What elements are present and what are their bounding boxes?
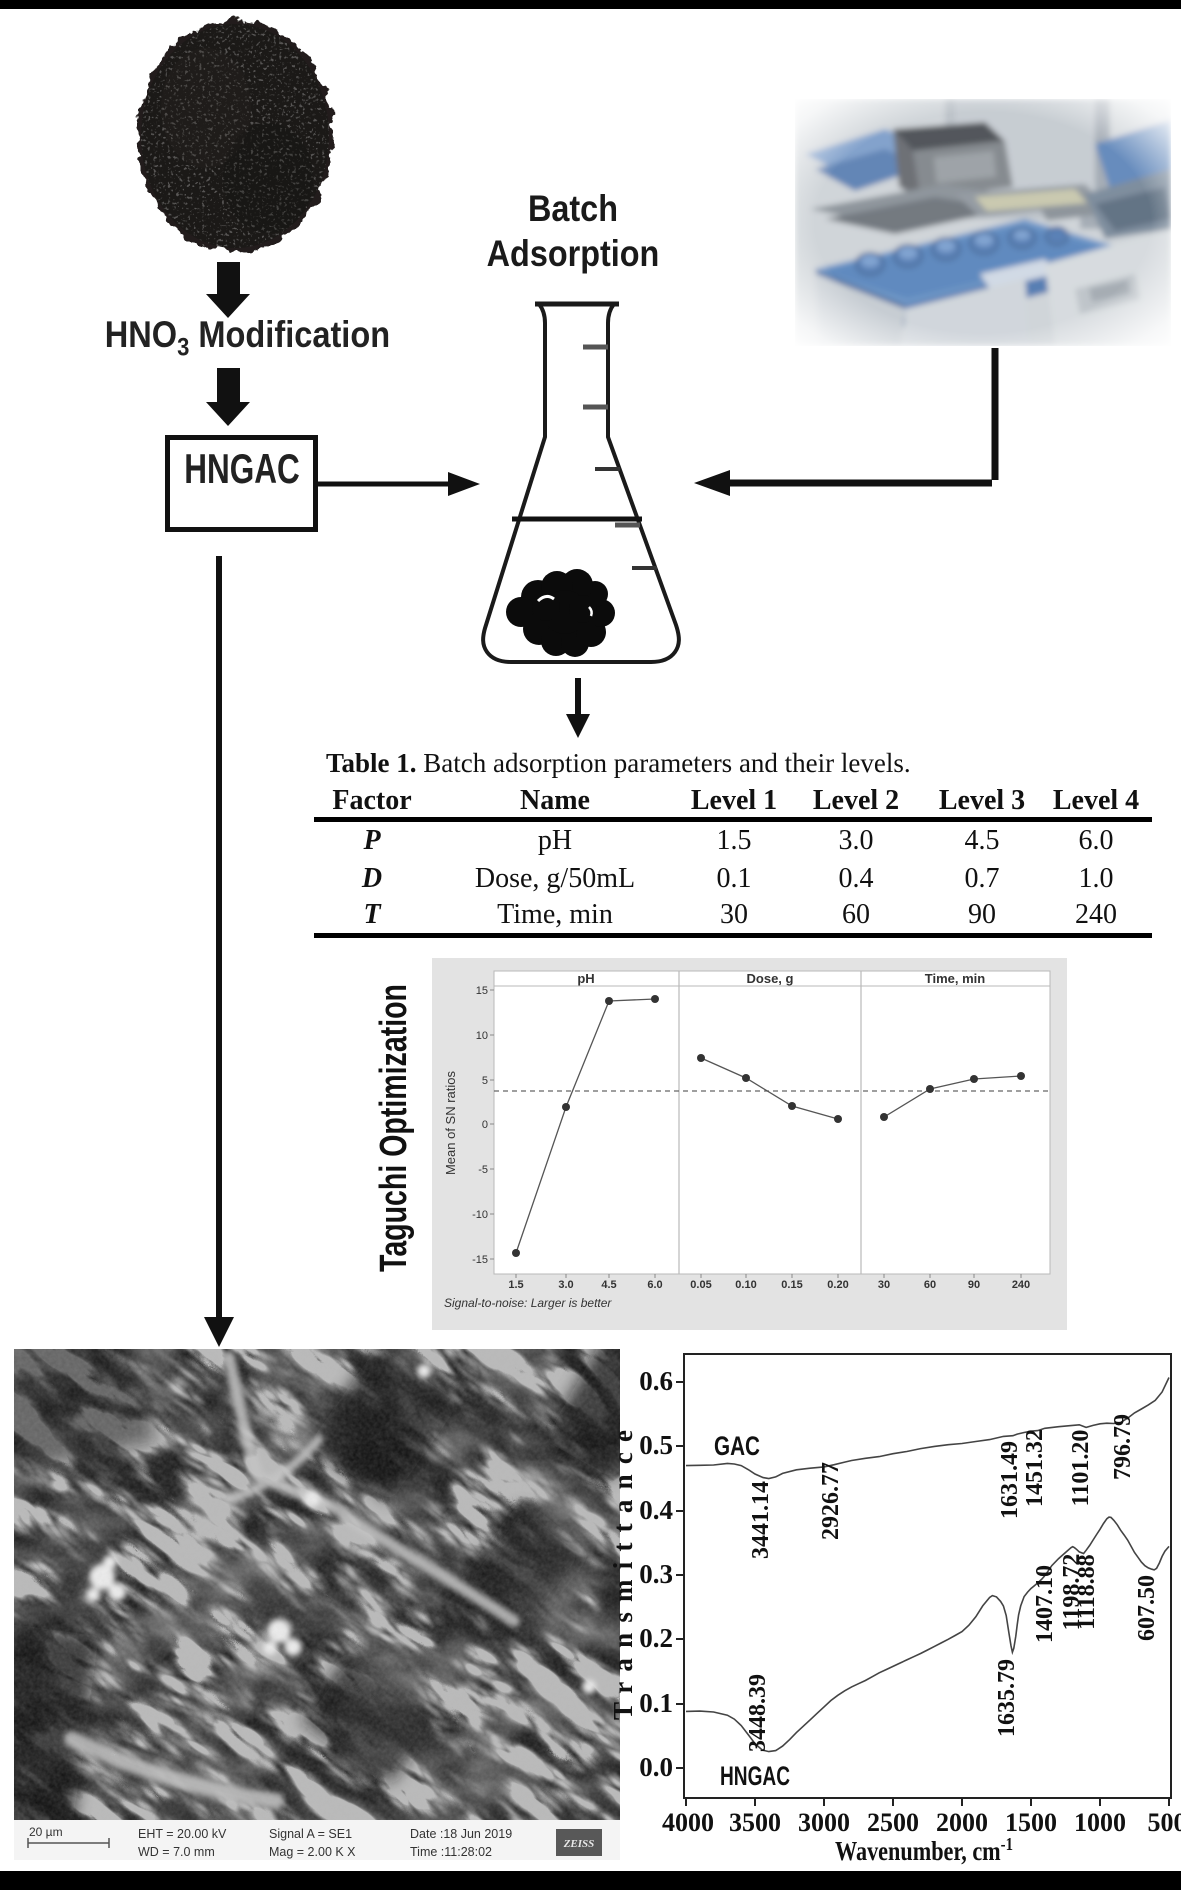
svg-text:Taguchi Optimization: Taguchi Optimization [376,984,415,1272]
svg-text:240: 240 [1012,1279,1030,1291]
svg-text:1635.79: 1635.79 [994,1659,1020,1737]
svg-text:4.5: 4.5 [601,1279,616,1291]
svg-text:0.5: 0.5 [639,1430,673,1460]
svg-text:pH: pH [577,971,594,986]
svg-text:0.15: 0.15 [781,1279,802,1291]
svg-text:WD = 7.0 mm: WD = 7.0 mm [138,1845,215,1859]
svg-text:500: 500 [1148,1808,1181,1837]
svg-text:0.05: 0.05 [690,1279,711,1291]
svg-text:3448.39: 3448.39 [745,1674,771,1752]
svg-text:1118.88: 1118.88 [1074,1554,1100,1629]
svg-text:3000: 3000 [798,1808,850,1837]
svg-text:Mag = 2.00 K X: Mag = 2.00 K X [269,1845,356,1859]
svg-text:90: 90 [968,1279,980,1291]
svg-text:20 µm: 20 µm [29,1825,63,1839]
svg-text:1631.49: 1631.49 [997,1441,1023,1519]
svg-text:1500: 1500 [1005,1808,1057,1837]
svg-text:0.1: 0.1 [639,1688,673,1718]
svg-text:2500: 2500 [867,1808,919,1837]
svg-text:Signal A = SE1: Signal A = SE1 [269,1827,352,1841]
svg-text:Time :11:28:02: Time :11:28:02 [410,1845,492,1859]
svg-text:Mean of SN ratios: Mean of SN ratios [443,1070,458,1175]
svg-text:1407.10: 1407.10 [1032,1565,1058,1643]
svg-text:Date :18 Jun 2019: Date :18 Jun 2019 [410,1827,512,1841]
svg-text:0.10: 0.10 [735,1279,756,1291]
svg-text:1198.72: 1198.72 [1059,1554,1085,1631]
svg-text:607.50: 607.50 [1134,1575,1160,1641]
svg-text:-5: -5 [478,1164,488,1176]
svg-text:5: 5 [482,1075,488,1087]
svg-text:1101.20: 1101.20 [1068,1430,1094,1507]
svg-text:Transmittance: Transmittance [608,1430,638,1720]
svg-text:15: 15 [476,985,488,997]
svg-text:0.4: 0.4 [639,1495,673,1525]
svg-text:3500: 3500 [729,1808,781,1837]
svg-text:0.0: 0.0 [639,1752,673,1782]
svg-text:3441.14: 3441.14 [748,1481,774,1559]
svg-text:0: 0 [482,1119,488,1131]
svg-text:10: 10 [476,1030,488,1042]
svg-text:60: 60 [924,1279,936,1291]
svg-text:4000: 4000 [662,1808,714,1837]
svg-text:1000: 1000 [1074,1808,1126,1837]
svg-text:2926.77: 2926.77 [818,1462,844,1540]
svg-text:Time, min: Time, min [925,971,986,986]
svg-text:1.5: 1.5 [508,1279,523,1291]
svg-text:796.79: 796.79 [1110,1414,1136,1480]
svg-text:GAC: GAC [714,1431,760,1461]
svg-text:-10: -10 [472,1209,488,1221]
svg-text:2000: 2000 [936,1808,988,1837]
svg-text:Wavenumber, cm-1: Wavenumber, cm-1 [835,1834,1013,1866]
svg-text:0.2: 0.2 [639,1623,673,1653]
svg-text:EHT = 20.00 kV: EHT = 20.00 kV [138,1827,227,1841]
svg-text:0.20: 0.20 [827,1279,848,1291]
svg-text:6.0: 6.0 [647,1279,662,1291]
svg-text:ZEISS: ZEISS [563,1838,595,1850]
svg-text:0.3: 0.3 [639,1559,673,1589]
svg-text:Signal-to-noise: Larger is bet: Signal-to-noise: Larger is better [444,1296,612,1310]
svg-text:3.0: 3.0 [558,1279,573,1291]
svg-text:0.6: 0.6 [639,1366,673,1396]
svg-text:HNGAC: HNGAC [720,1761,790,1791]
svg-text:-15: -15 [472,1254,488,1266]
svg-text:1451.32: 1451.32 [1022,1429,1048,1507]
svg-text:30: 30 [878,1279,890,1291]
svg-text:Dose, g: Dose, g [747,971,794,986]
